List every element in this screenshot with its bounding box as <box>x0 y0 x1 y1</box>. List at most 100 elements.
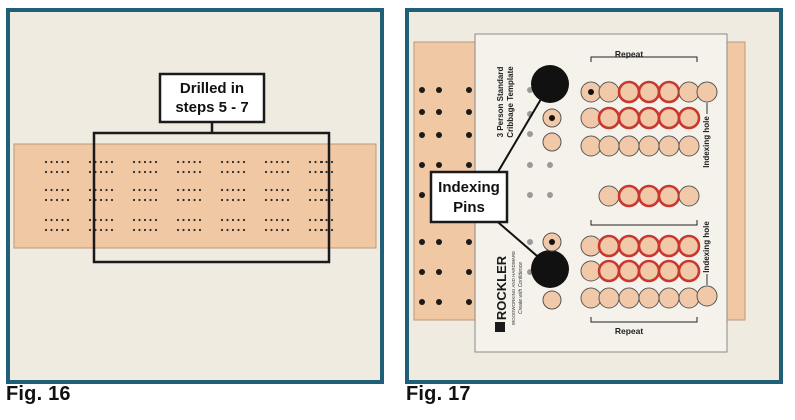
board-hole <box>44 228 48 232</box>
board-hole <box>55 228 59 232</box>
board-hole <box>220 228 224 232</box>
board-hole <box>143 170 147 174</box>
board-hole <box>138 228 141 232</box>
board-hole-grid <box>44 160 334 232</box>
board-hole <box>198 160 202 164</box>
board-hole <box>231 170 235 174</box>
indexing-pins-callout-line1: Indexing <box>438 179 500 196</box>
board-hole <box>237 228 240 232</box>
board-hole <box>264 198 268 202</box>
template-hole-repeat <box>677 259 701 283</box>
board-hole <box>320 228 324 232</box>
board-hole <box>61 198 64 202</box>
board-hole <box>105 198 108 202</box>
board-hole <box>264 188 268 192</box>
board-hole <box>182 198 185 202</box>
board-hole <box>231 198 235 202</box>
board-hole <box>231 188 235 192</box>
template-hole <box>658 287 680 309</box>
template-hole-repeat <box>657 106 681 130</box>
board-hole <box>419 299 425 305</box>
fig17-panel: Repeat Repeat Indexing hole Indexing hol… <box>405 8 783 384</box>
board-hole <box>466 109 472 115</box>
board-hole <box>50 198 53 202</box>
board-hole <box>88 170 92 174</box>
board-hole <box>61 228 64 232</box>
board-hole <box>286 218 290 222</box>
board-hole <box>330 228 334 232</box>
board-hole <box>330 160 334 164</box>
board-hole <box>88 198 92 202</box>
indexing-hole-label-bottom: Indexing hole <box>702 221 711 273</box>
pin-column-hole-center <box>549 239 555 245</box>
board-hole <box>66 170 70 174</box>
template-hole <box>678 185 700 207</box>
board-hole <box>320 218 324 222</box>
board-hole <box>149 170 152 174</box>
board-hole <box>66 188 70 192</box>
board-hole <box>198 198 202 202</box>
board-hole <box>99 218 103 222</box>
pin-leader-top <box>491 93 545 183</box>
board-hole <box>466 239 472 245</box>
board-hole <box>320 170 324 174</box>
board-hole <box>88 218 92 222</box>
template-hole-repeat <box>637 184 661 208</box>
board-hole <box>264 170 268 174</box>
board-hole <box>143 198 147 202</box>
board-hole <box>231 218 235 222</box>
board-hole <box>436 132 442 138</box>
board-hole <box>314 228 317 232</box>
board-hole <box>193 198 196 202</box>
board-hole <box>242 228 246 232</box>
board-hole <box>275 218 279 222</box>
template-hole-repeat <box>617 259 641 283</box>
board-hole <box>436 162 442 168</box>
template-hole-repeat <box>637 80 661 104</box>
board-hole <box>436 109 442 115</box>
board-hole <box>99 228 103 232</box>
board-hole <box>270 160 273 164</box>
board-hole <box>275 160 279 164</box>
board-hole <box>275 170 279 174</box>
template-hole-gray <box>527 131 533 137</box>
template-hole <box>580 135 602 157</box>
board-hole <box>281 188 284 192</box>
board-hole <box>187 170 191 174</box>
board-hole <box>110 160 114 164</box>
board-hole <box>275 188 279 192</box>
board-hole <box>325 160 328 164</box>
template-hole-center <box>588 89 594 95</box>
pin-column-holes <box>542 108 562 310</box>
board-hole <box>220 188 224 192</box>
board <box>13 143 377 249</box>
template-hole-repeat <box>657 184 681 208</box>
template-hole <box>598 135 620 157</box>
template-hole-gray <box>547 192 553 198</box>
board-hole <box>149 160 152 164</box>
template-hole <box>598 81 620 103</box>
board-hole <box>176 188 180 192</box>
board-hole <box>99 188 103 192</box>
board-hole <box>61 160 64 164</box>
board-hole <box>281 198 284 202</box>
board-hole <box>193 160 196 164</box>
repeat-bracket-top <box>590 56 698 62</box>
board-hole <box>110 228 114 232</box>
template-hole-gray <box>527 87 533 93</box>
board-hole <box>44 160 48 164</box>
board-hole <box>436 239 442 245</box>
fig17-diagram: Repeat Repeat Indexing hole Indexing hol… <box>413 33 746 353</box>
template-hole <box>580 287 602 309</box>
board-hole <box>50 188 53 192</box>
pin-column-hole-center <box>549 115 555 121</box>
board-hole <box>138 198 141 202</box>
board-hole <box>286 228 290 232</box>
board-hole <box>226 228 229 232</box>
board-hole <box>132 188 136 192</box>
board-hole <box>193 218 196 222</box>
board-hole <box>132 228 136 232</box>
board-hole <box>320 160 324 164</box>
board-hole <box>242 218 246 222</box>
template-hole-repeat <box>637 106 661 130</box>
